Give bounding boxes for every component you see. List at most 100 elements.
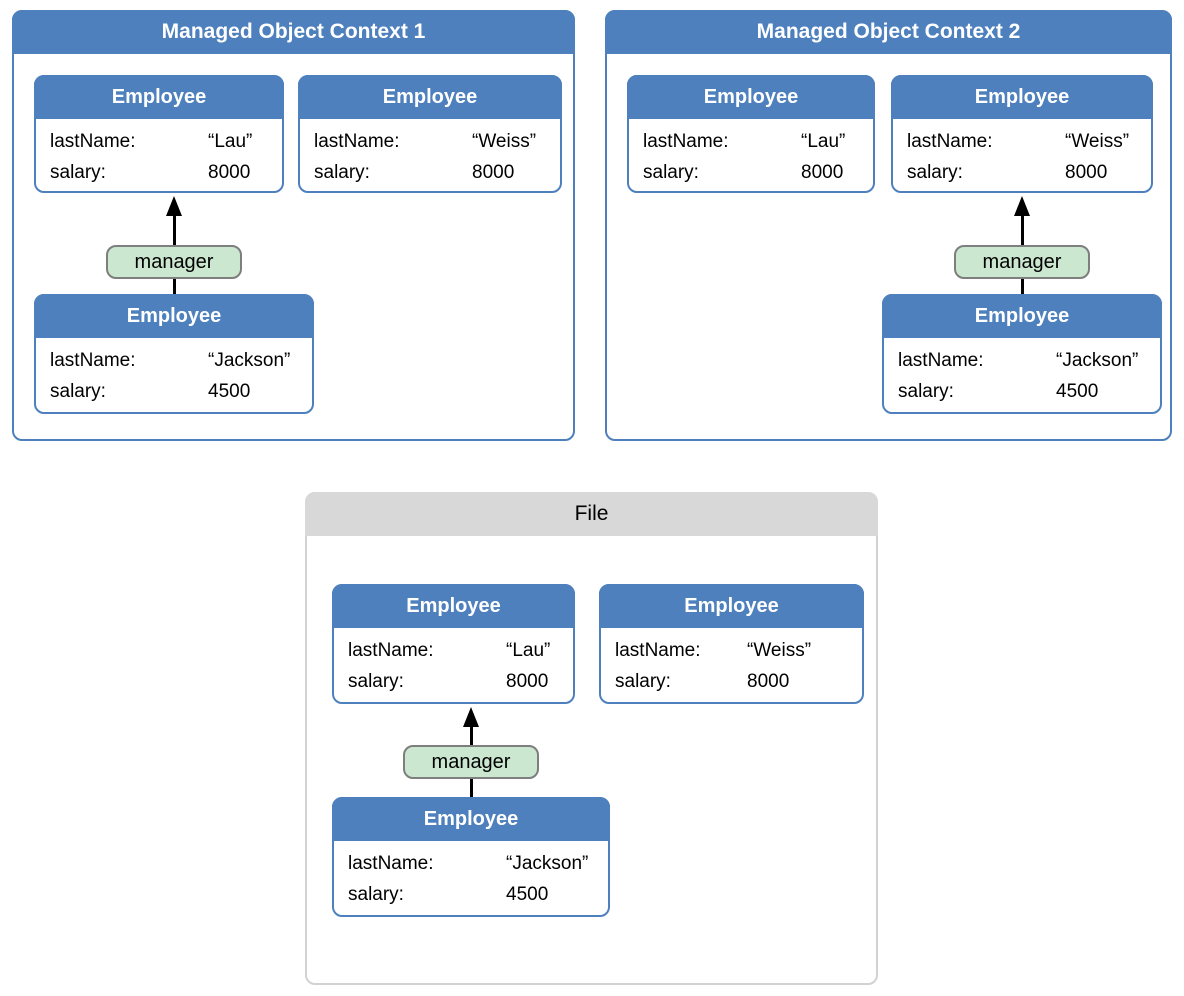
employee-box-lau: Employee lastName: “Lau” salary: 8000 <box>627 75 875 193</box>
lastname-value: “Weiss” <box>747 640 812 661</box>
arrow-up-icon <box>1014 196 1030 216</box>
lastname-value: “Jackson” <box>506 853 589 874</box>
context-2-header: Managed Object Context 2 <box>605 10 1172 54</box>
salary-row: salary: 4500 <box>50 376 306 407</box>
employee-attributes: lastName: “Weiss” salary: 8000 <box>893 119 1151 188</box>
employee-attributes: lastName: “Jackson” salary: 4500 <box>36 338 312 407</box>
employee-attributes: lastName: “Jackson” salary: 4500 <box>334 841 608 910</box>
employee-box-weiss: Employee lastName: “Weiss” salary: 8000 <box>298 75 562 193</box>
relationship-label: manager <box>982 250 1062 273</box>
arrow-up-icon <box>463 707 479 727</box>
lastname-value: “Jackson” <box>1056 350 1139 371</box>
salary-value: 8000 <box>506 671 549 692</box>
salary-label: salary: <box>348 671 404 692</box>
employee-attributes: lastName: “Lau” salary: 8000 <box>334 628 573 697</box>
entity-name: Employee <box>111 85 207 108</box>
lastname-row: lastName: “Lau” <box>643 126 867 157</box>
lastname-row: lastName: “Jackson” <box>50 345 306 376</box>
lastname-value: “Lau” <box>506 640 551 661</box>
lastname-label: lastName: <box>314 131 400 152</box>
relationship-label: manager <box>134 250 214 273</box>
lastname-label: lastName: <box>907 131 993 152</box>
relationship-label: manager <box>431 750 511 773</box>
entity-name: Employee <box>974 85 1070 108</box>
salary-value: 8000 <box>747 671 790 692</box>
salary-row: salary: 8000 <box>643 157 867 188</box>
employee-box-jackson: Employee lastName: “Jackson” salary: 450… <box>332 797 610 917</box>
context-2-title: Managed Object Context 2 <box>756 20 1021 43</box>
employee-box-lau: Employee lastName: “Lau” salary: 8000 <box>34 75 284 193</box>
manager-relationship-pill: manager <box>403 745 539 779</box>
salary-label: salary: <box>615 671 671 692</box>
employee-attributes: lastName: “Jackson” salary: 4500 <box>884 338 1160 407</box>
employee-box-weiss: Employee lastName: “Weiss” salary: 8000 <box>891 75 1153 193</box>
employee-box-header: Employee <box>627 75 875 119</box>
lastname-label: lastName: <box>898 350 984 371</box>
employee-box-header: Employee <box>332 797 610 841</box>
employee-box-header: Employee <box>298 75 562 119</box>
entity-name: Employee <box>703 85 799 108</box>
salary-row: salary: 4500 <box>348 879 602 910</box>
salary-row: salary: 8000 <box>907 157 1145 188</box>
salary-label: salary: <box>50 162 106 183</box>
employee-attributes: lastName: “Lau” salary: 8000 <box>629 119 873 188</box>
lastname-row: lastName: “Jackson” <box>898 345 1154 376</box>
lastname-label: lastName: <box>348 853 434 874</box>
lastname-row: lastName: “Weiss” <box>615 635 856 666</box>
entity-name: Employee <box>382 85 478 108</box>
employee-box-header: Employee <box>882 294 1162 338</box>
lastname-value: “Jackson” <box>208 350 291 371</box>
salary-label: salary: <box>907 162 963 183</box>
lastname-value: “Lau” <box>208 131 253 152</box>
employee-box-weiss: Employee lastName: “Weiss” salary: 8000 <box>599 584 864 704</box>
lastname-label: lastName: <box>348 640 434 661</box>
file-container: File Employee lastName: “Lau” salary: 80… <box>305 492 878 985</box>
lastname-row: lastName: “Lau” <box>50 126 276 157</box>
salary-row: salary: 8000 <box>348 666 567 697</box>
manager-relationship-pill: manager <box>954 245 1090 279</box>
context-1-header: Managed Object Context 1 <box>12 10 575 54</box>
employee-attributes: lastName: “Weiss” salary: 8000 <box>300 119 560 188</box>
lastname-row: lastName: “Lau” <box>348 635 567 666</box>
salary-value: 8000 <box>208 162 251 183</box>
file-header: File <box>305 492 878 536</box>
employee-box-header: Employee <box>34 294 314 338</box>
lastname-value: “Weiss” <box>1065 131 1130 152</box>
salary-label: salary: <box>50 381 106 402</box>
salary-value: 8000 <box>1065 162 1108 183</box>
lastname-value: “Weiss” <box>472 131 537 152</box>
context-1-title: Managed Object Context 1 <box>161 20 426 43</box>
entity-name: Employee <box>126 304 222 327</box>
entity-name: Employee <box>406 594 501 617</box>
arrow-up-icon <box>166 196 182 216</box>
manager-relationship-pill: manager <box>106 245 242 279</box>
entity-name: Employee <box>684 594 779 617</box>
employee-box-header: Employee <box>599 584 864 628</box>
context-2-container: Managed Object Context 2 Employee lastNa… <box>605 10 1172 441</box>
salary-row: salary: 8000 <box>615 666 856 697</box>
salary-row: salary: 8000 <box>314 157 554 188</box>
file-title: File <box>574 502 609 525</box>
lastname-label: lastName: <box>50 350 136 371</box>
salary-value: 4500 <box>208 381 251 402</box>
salary-label: salary: <box>348 884 404 905</box>
salary-row: salary: 4500 <box>898 376 1154 407</box>
employee-attributes: lastName: “Lau” salary: 8000 <box>36 119 282 188</box>
employee-box-header: Employee <box>332 584 575 628</box>
salary-label: salary: <box>898 381 954 402</box>
lastname-row: lastName: “Weiss” <box>907 126 1145 157</box>
entity-name: Employee <box>974 304 1070 327</box>
salary-row: salary: 8000 <box>50 157 276 188</box>
lastname-value: “Lau” <box>801 131 846 152</box>
salary-label: salary: <box>643 162 699 183</box>
entity-name: Employee <box>423 807 519 830</box>
employee-box-jackson: Employee lastName: “Jackson” salary: 450… <box>34 294 314 414</box>
salary-value: 4500 <box>1056 381 1099 402</box>
salary-label: salary: <box>314 162 370 183</box>
lastname-label: lastName: <box>50 131 136 152</box>
employee-box-lau: Employee lastName: “Lau” salary: 8000 <box>332 584 575 704</box>
salary-value: 8000 <box>801 162 844 183</box>
employee-box-header: Employee <box>891 75 1153 119</box>
salary-value: 8000 <box>472 162 515 183</box>
